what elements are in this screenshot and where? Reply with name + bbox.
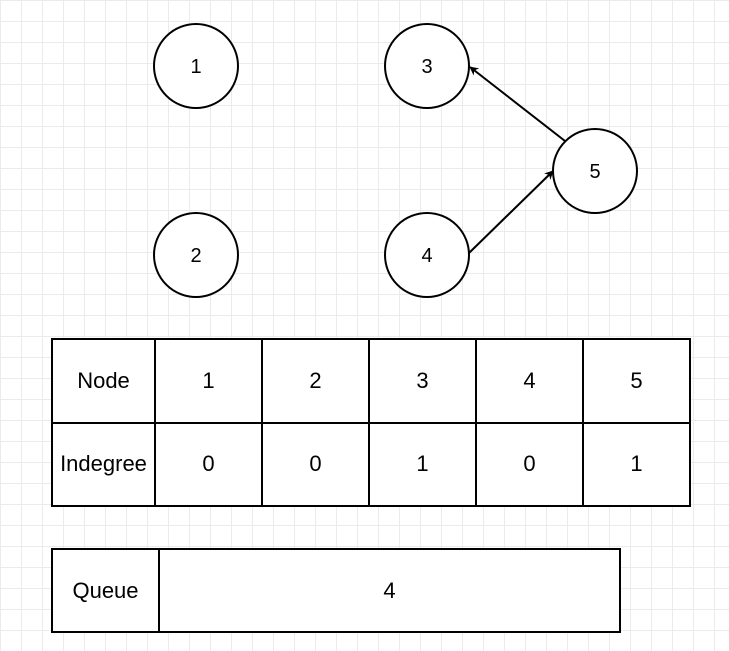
table-cell-indegree: 0	[475, 421, 584, 507]
node-label: 3	[421, 56, 432, 78]
graph-node-2: 2	[153, 212, 239, 298]
table-cell-indegree: 1	[368, 421, 477, 507]
table-cell-node: 4	[475, 338, 584, 424]
queue-row: Queue 4	[51, 548, 621, 633]
graph-diagram: 1 2 3 4 5	[153, 23, 638, 298]
table-cell-indegree: 1	[582, 421, 691, 507]
table-cell-node: 2	[261, 338, 370, 424]
graph-node-5: 5	[552, 128, 638, 214]
graph-node-4: 4	[384, 212, 470, 298]
table-cell-indegree: 0	[261, 421, 370, 507]
graph-node-1: 1	[153, 23, 239, 109]
queue-contents: 4	[158, 548, 621, 633]
table-row-indegree: Indegree 0 0 1 0 1	[51, 421, 691, 507]
graph-node-3: 3	[384, 23, 470, 109]
queue-label: Queue	[51, 548, 160, 633]
table-cell-node: 5	[582, 338, 691, 424]
table-cell-node: 3	[368, 338, 477, 424]
node-label: 5	[589, 161, 600, 183]
node-label: 1	[190, 56, 201, 78]
table-cell-node: 1	[154, 338, 263, 424]
table-row-node: Node 1 2 3 4 5	[51, 338, 691, 424]
indegree-table: Node 1 2 3 4 5 Indegree 0 0 1 0 1	[51, 338, 691, 507]
edge-4-5	[468, 170, 554, 254]
row-header-indegree: Indegree	[51, 421, 156, 507]
queue-table: Queue 4	[51, 548, 621, 633]
node-label: 2	[190, 245, 201, 267]
row-header-node: Node	[51, 338, 156, 424]
node-label: 4	[421, 245, 432, 267]
table-cell-indegree: 0	[154, 421, 263, 507]
edge-5-3	[469, 66, 566, 142]
